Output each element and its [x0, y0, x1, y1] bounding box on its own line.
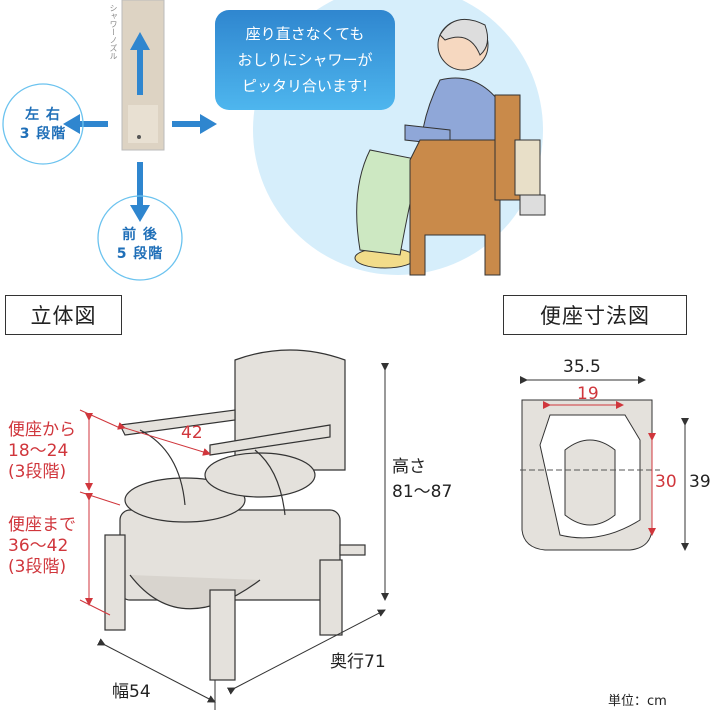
fb-line2: 5 段階 — [116, 246, 164, 262]
seat-line3: (3段階) — [8, 557, 67, 577]
iso-view-title: 立体図 — [5, 295, 122, 335]
down-arrow-icon — [130, 162, 150, 222]
commode-chair-drawing — [104, 349, 366, 681]
seat-line1: 便座まで — [8, 515, 76, 535]
lr-line2: 3 段階 — [19, 126, 67, 142]
armrest-height-label: 便座から 18〜24 (3段階) — [8, 420, 76, 483]
fb-adjust-label: 前 後 5 段階 — [100, 226, 180, 264]
depth-label: 奥行71 — [330, 652, 386, 672]
outer-width-label: 35.5 — [563, 357, 601, 377]
fb-line1: 前 後 — [122, 227, 158, 243]
seat-height-label: 便座まで 36〜42 (3段階) — [8, 515, 76, 578]
height-label: 高さ 81〜87 — [392, 455, 452, 505]
width-label: 幅54 — [112, 682, 151, 702]
inner-width-label: 19 — [577, 384, 599, 404]
armrest-line3: (3段階) — [8, 462, 67, 482]
bubble-line2: おしりにシャワーが — [237, 51, 373, 69]
red-dimension-lines — [79, 409, 211, 616]
armrest-line1: 便座から — [8, 420, 76, 440]
inner-length-label: 30 — [655, 472, 677, 492]
speech-bubble: 座り直さなくても おしりにシャワーが ピッタリ合います! — [215, 10, 395, 110]
lr-line1: 左 右 — [25, 107, 61, 123]
seat-plan-drawing — [520, 376, 689, 551]
fb-circle — [97, 195, 183, 281]
armrest-line2: 18〜24 — [8, 441, 69, 461]
unit-label: 単位：cm — [608, 694, 667, 709]
height-line1: 高さ — [392, 457, 426, 477]
armrest-gap-label: 42 — [181, 423, 203, 443]
height-line2: 81〜87 — [392, 482, 453, 502]
up-arrow-icon — [130, 32, 150, 95]
nozzle-label: シャワーノズル — [109, 4, 118, 60]
adjust-arrows — [63, 32, 217, 222]
black-dimension-lines — [96, 363, 389, 710]
right-arrow-icon — [172, 114, 217, 134]
bubble-line3: ピッタリ合います! — [241, 77, 368, 95]
lr-adjust-label: 左 右 3 段階 — [3, 106, 83, 144]
bubble-line1: 座り直さなくても — [245, 25, 365, 43]
lr-circle — [2, 83, 84, 165]
seat-view-title: 便座寸法図 — [503, 295, 687, 335]
seat-line2: 36〜42 — [8, 536, 69, 556]
outer-length-label: 39 — [689, 472, 711, 492]
left-arrow-icon — [63, 114, 108, 134]
